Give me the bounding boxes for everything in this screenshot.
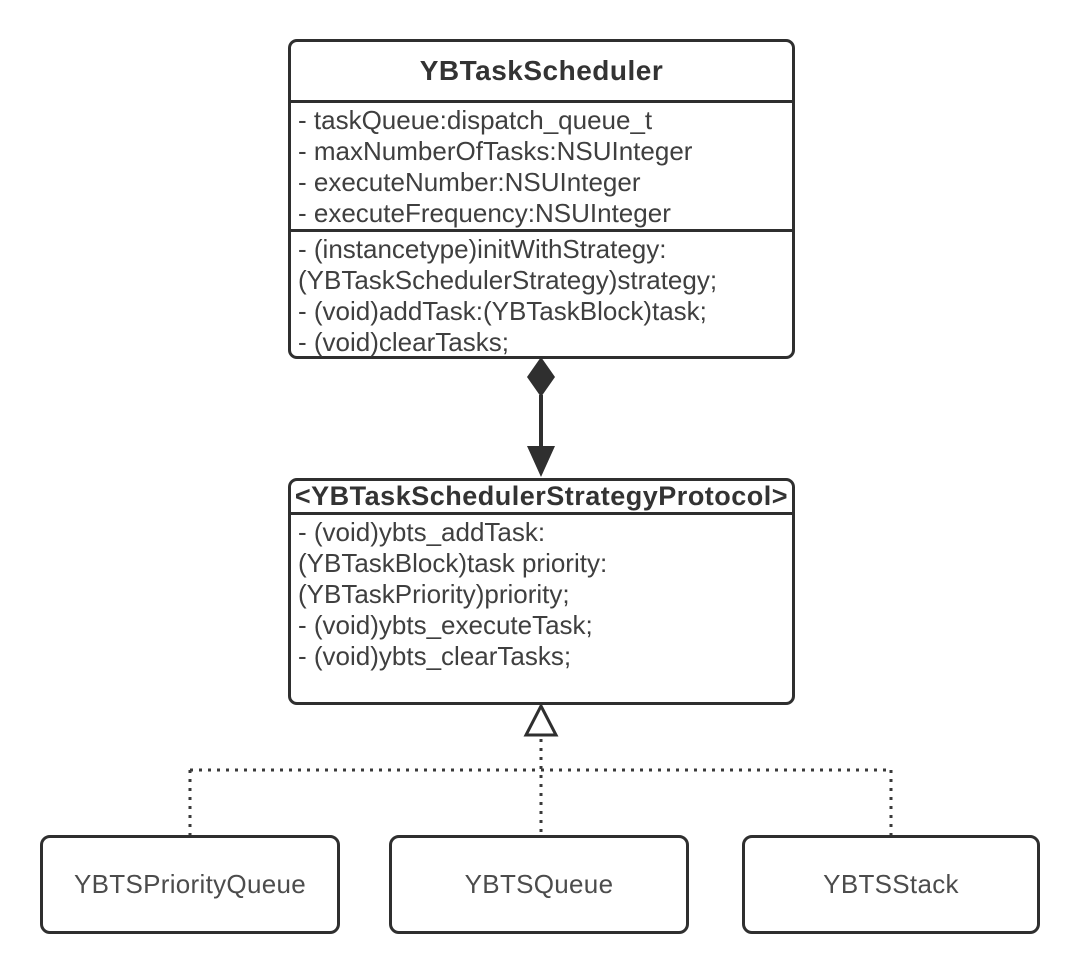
realization-triangle-icon (523, 702, 559, 737)
protocol-name: <YBTaskSchedulerStrategyProtocol> (294, 481, 789, 511)
attributes-section: - taskQueue:dispatch_queue_t - maxNumber… (291, 100, 792, 229)
attribute-line: - executeFrequency:NSUInteger (298, 198, 671, 228)
class-box-ybtsqueue: YBTSQueue (389, 835, 689, 934)
method-line: - (void)ybts_clearTasks; (298, 641, 572, 671)
method-line: - (instancetype)initWithStrategy: (298, 234, 667, 264)
method-line: (YBTaskBlock)task priority: (298, 548, 608, 578)
class-box-ybtspriorityqueue: YBTSPriorityQueue (40, 835, 340, 934)
method-line: - (void)ybts_addTask: (298, 517, 546, 547)
attribute-line: - taskQueue:dispatch_queue_t (298, 105, 653, 135)
class-name: YBTSQueue (464, 869, 614, 899)
protocol-box-strategyprotocol: <YBTaskSchedulerStrategyProtocol> - (voi… (288, 478, 795, 705)
method-line: - (void)ybts_executeTask; (298, 610, 593, 640)
composition-diamond-icon (527, 357, 555, 397)
class-box-ybtaskscheduler: YBTaskScheduler - taskQueue:dispatch_que… (288, 39, 795, 359)
class-name: YBTaskScheduler (419, 55, 664, 86)
composition-connector (527, 357, 555, 477)
composition-arrowhead-icon (527, 446, 555, 477)
class-name: YBTSPriorityQueue (74, 869, 306, 899)
method-line: (YBTaskSchedulerStrategy)strategy; (298, 265, 718, 295)
attribute-line: - executeNumber:NSUInteger (298, 167, 641, 197)
attribute-line: - maxNumberOfTasks:NSUInteger (298, 136, 693, 166)
methods-section: - (void)ybts_addTask: (YBTaskBlock)task … (291, 512, 792, 672)
method-line: - (void)addTask:(YBTaskBlock)task; (298, 296, 707, 326)
method-line: (YBTaskPriority)priority; (298, 579, 570, 609)
class-name: YBTSStack (823, 869, 959, 899)
realization-connector (188, 702, 893, 836)
class-box-ybtsstack: YBTSStack (742, 835, 1040, 934)
methods-section: - (instancetype)initWithStrategy: (YBTas… (291, 229, 792, 358)
method-line: - (void)clearTasks; (298, 327, 509, 357)
